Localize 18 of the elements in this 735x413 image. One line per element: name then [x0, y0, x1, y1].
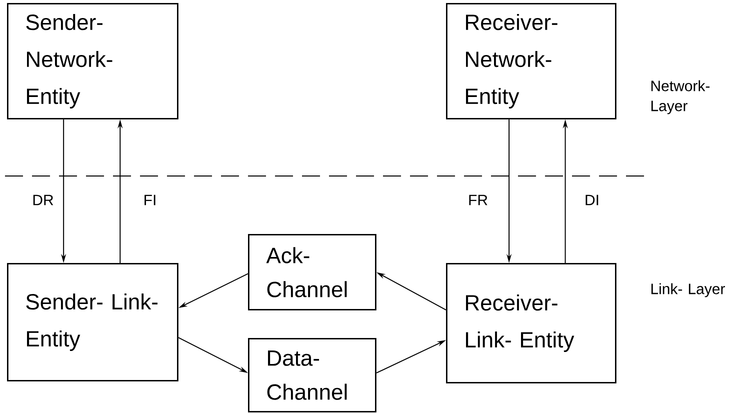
- entity-box: [248, 338, 376, 412]
- box-text: Ack- Channel: [266, 247, 347, 298]
- box-text: Receiver- Network- Entity: [466, 14, 558, 108]
- entity-box: [7, 263, 178, 382]
- edge-label: FI: [144, 194, 156, 206]
- edge-label: FR: [469, 194, 488, 206]
- edge-label: DI: [586, 194, 598, 206]
- box-text: Receiver- Link- Entity: [466, 294, 574, 352]
- box-text: Data- Channel: [267, 350, 347, 400]
- entity-box: [7, 3, 178, 120]
- entity-box: [446, 263, 616, 384]
- layer-label: Link- Layer: [651, 283, 725, 298]
- edge-label: DR: [33, 194, 54, 206]
- entity-box: [446, 3, 616, 120]
- box-text: Sender- Network- Entity: [26, 14, 112, 108]
- box-text: Sender- Link- Entity: [26, 293, 158, 351]
- layer-label: Network- Layer: [651, 80, 710, 114]
- entity-box: [248, 234, 376, 310]
